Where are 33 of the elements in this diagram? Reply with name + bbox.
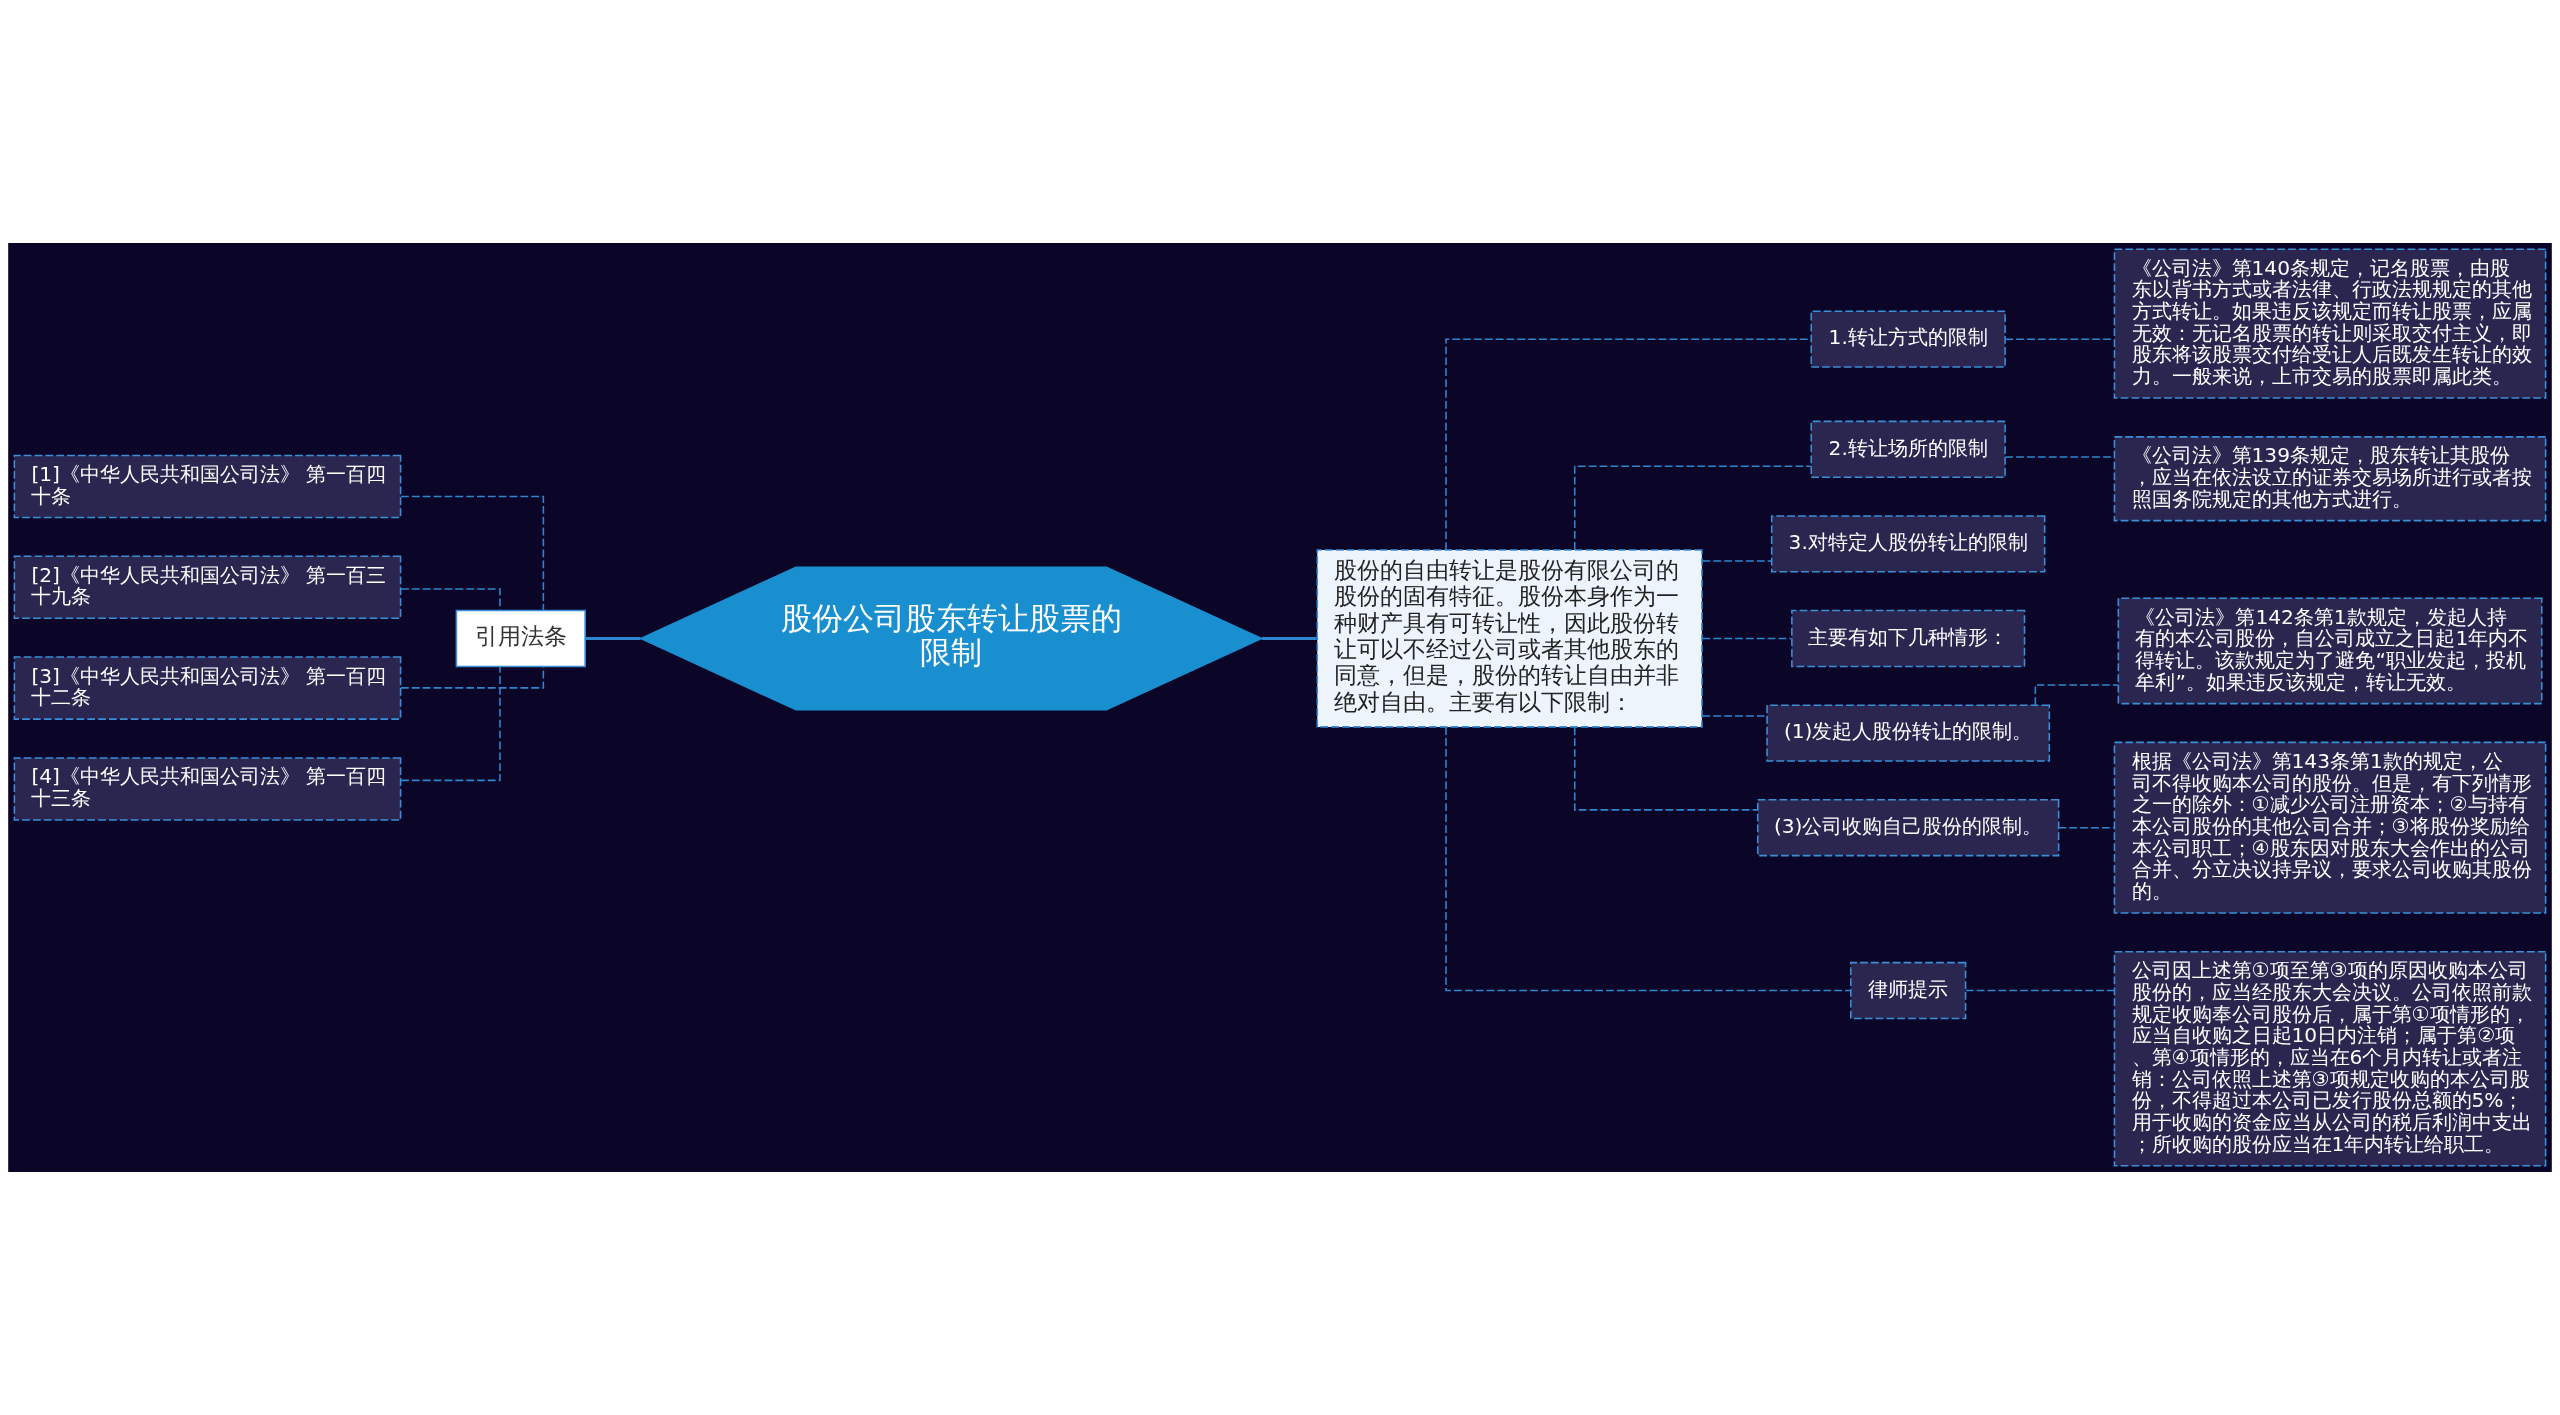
node-box: 《公司法》第140条规定，记名股票，由股东以背书方式或者法律、行政法规规定的其他方式转让。如果违反该规定而转让股票，应属无效：无记名股票的转让则采取交付主义，即股东将该股票交付给受让人后既发生转让的效力。一般来说，上市交易的股票即属此类。: [2113, 248, 2547, 399]
connector: [400, 495, 545, 612]
connector: [1701, 637, 1793, 640]
node-box: [3]《中华人民共和国公司法》 第一百四十二条: [13, 656, 402, 720]
node-box: (1)发起人股份转让的限制。: [1766, 704, 2051, 762]
connector: [1573, 726, 1759, 811]
node-box: (3)公司收购自己股份的限制。: [1756, 799, 2060, 857]
node-box: 引用法条: [455, 609, 586, 668]
connector: [400, 665, 501, 782]
node-box: 股份的自由转让是股份有限公司的股份的固有特征。股份本身作为一种财产具有可转让性，因此股份转让可以不经过公司或者其他股东的同意，但是，股份的转让自由并非绝对自由。主要有以下限制：: [1316, 549, 1703, 728]
node-box: 《公司法》第142条第1款规定，发起人持有的本公司股份，自公司成立之日起1年内不得转让。该款规定为了避免“职业发起，投机牟利”。如果违反该规定，转让无效。: [2117, 597, 2543, 705]
connector: [400, 588, 501, 612]
connector: [400, 665, 545, 689]
node-box: 《公司法》第139条规定，股东转让其股份，应当在依法设立的证券交易场所进行或者按照国务院规定的其他方式进行。: [2113, 436, 2547, 522]
connector: [1261, 636, 1317, 641]
node-box: 3.对特定人股份转让的限制: [1770, 515, 2046, 573]
connector: [1445, 726, 1852, 992]
connector: [585, 636, 641, 641]
node-box: 主要有如下几种情形：: [1791, 609, 2026, 668]
node-box: 1.转让方式的限制: [1810, 310, 2006, 368]
connector: [1965, 989, 2116, 992]
connector: [1701, 715, 1768, 717]
node-box: 律师提示: [1850, 961, 1967, 1020]
connector: [1445, 338, 1812, 551]
node-box: 2.转让场所的限制: [1810, 420, 2006, 478]
node-box: [1]《中华人民共和国公司法》 第一百四十条: [13, 454, 402, 519]
node-box: [4]《中华人民共和国公司法》 第一百四十三条: [13, 757, 402, 821]
connector: [2057, 826, 2115, 829]
node-box: [2]《中华人民共和国公司法》 第一百三十九条: [13, 555, 402, 620]
node-box: 公司因上述第①项至第③项的原因收购本公司股份的，应当经股东大会决议。公司依照前款规定收购奉公司股份后，属于第①项情形的，应当自收购之日起10日内注销；属于第②项、第④项情形的，应当在6个月内转让或者注销：公司依照上述第③项规定收购的本公司股份，不得超过本公司已发行股份总额的5%；用于收购的资金应当从公司的税后利润中支出；所收购的股份应当在1年内转让给职工。: [2113, 951, 2547, 1167]
node-box: 根据《公司法》第143条第1款的规定，公司不得收购本公司的股份。但是，有下列情形之一的除外：①减少公司注册资本；②与持有本公司股份的其他公司合并；③将股份奖励给本公司职工；④股东因对股东大会作出的公司合并、分立决议持异议，要求公司收购其股份的。: [2113, 741, 2547, 914]
connector: [1573, 465, 1812, 551]
connector: [1701, 560, 1773, 562]
